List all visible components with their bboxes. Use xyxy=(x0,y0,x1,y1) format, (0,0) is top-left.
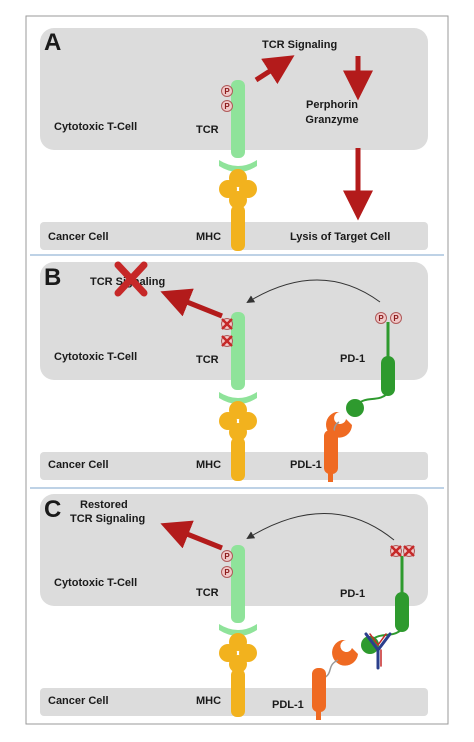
cancer-cell-label: Cancer Cell xyxy=(48,231,109,243)
signal-arrow xyxy=(160,520,223,551)
phosphate-icon: P xyxy=(221,100,233,112)
tcr-signaling-label: TCR Signaling xyxy=(262,39,337,51)
panel-a: A Cytotoxic T-Cell TCR TCR Signaling Per… xyxy=(40,28,428,251)
svg-text:P: P xyxy=(224,102,230,111)
panel-letter: C xyxy=(44,496,61,523)
blocked-phosphate-icon xyxy=(221,335,233,347)
svg-text:P: P xyxy=(224,568,230,577)
svg-text:P: P xyxy=(393,314,399,323)
panel-letter: B xyxy=(44,264,61,291)
pdl1-ligand xyxy=(312,640,358,720)
blocked-phosphate-icon xyxy=(221,318,233,330)
tcell-label: Cytotoxic T-Cell xyxy=(54,121,137,133)
mhc-molecule xyxy=(219,633,257,717)
granzyme-label: Granzyme xyxy=(305,114,358,126)
panel-letter: A xyxy=(44,29,61,56)
lysis-label: Lysis of Target Cell xyxy=(290,231,390,243)
tcell-label: Cytotoxic T-Cell xyxy=(54,351,137,363)
cancer-cell-label: Cancer Cell xyxy=(48,459,109,471)
tcr-signaling-label: TCR Signaling xyxy=(70,513,145,525)
svg-text:P: P xyxy=(224,87,230,96)
mhc-label: MHC xyxy=(196,695,221,707)
tcr-receptor xyxy=(219,80,257,172)
perforin-label: Perphorin xyxy=(306,99,358,111)
pdl1-ligand xyxy=(324,412,352,482)
signal-arrow xyxy=(160,288,223,319)
tcr-label: TCR xyxy=(196,124,219,136)
signal-arrow xyxy=(254,55,295,85)
panel-c: C Restored TCR Signaling Cytotoxic T-Cel… xyxy=(40,494,428,720)
pdl1-label: PDL-1 xyxy=(290,459,322,471)
restored-label: Restored xyxy=(80,499,128,511)
tcr-label: TCR xyxy=(196,354,219,366)
mhc-label: MHC xyxy=(196,459,221,471)
pd1-label: PD-1 xyxy=(340,588,365,600)
svg-text:P: P xyxy=(224,552,230,561)
phosphate-icon: P xyxy=(221,566,233,578)
tcell-label: Cytotoxic T-Cell xyxy=(54,577,137,589)
phosphate-icon: P xyxy=(221,550,233,562)
blocked-phosphate-icon xyxy=(403,545,415,557)
phosphate-icon: P xyxy=(221,85,233,97)
inhibition-arc xyxy=(246,279,381,304)
cancer-cell-label: Cancer Cell xyxy=(48,695,109,707)
pd1-label: PD-1 xyxy=(340,353,365,365)
panel-b: B TCR Signaling Cytotoxic T-Cell TCR PD-… xyxy=(40,261,428,482)
phosphate-icon: P xyxy=(375,312,387,324)
mhc-label: MHC xyxy=(196,231,221,243)
tcr-label: TCR xyxy=(196,587,219,599)
svg-text:P: P xyxy=(378,314,384,323)
pd1-receptor xyxy=(346,322,395,417)
x-mark-icon xyxy=(114,261,148,297)
tcr-receptor xyxy=(219,545,257,636)
inhibition-arc xyxy=(246,513,395,541)
phosphate-icon: P xyxy=(390,312,402,324)
tcr-receptor xyxy=(219,312,257,404)
pdl1-label: PDL-1 xyxy=(272,699,304,711)
antibody-icon xyxy=(364,632,392,670)
mhc-molecule xyxy=(219,401,257,481)
mhc-molecule xyxy=(219,169,257,251)
blocked-phosphate-icon xyxy=(390,545,402,557)
